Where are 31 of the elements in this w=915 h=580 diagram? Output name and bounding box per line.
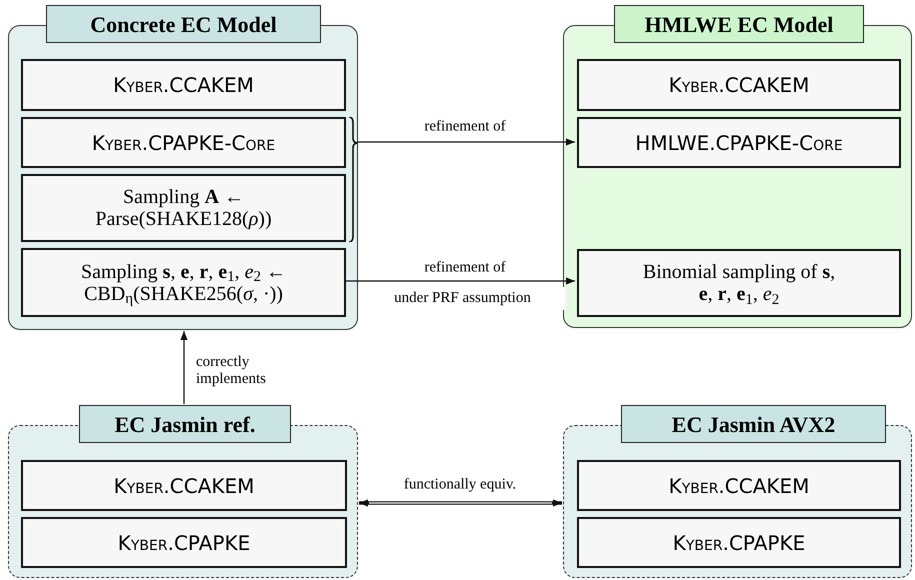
component-label: Kyber.CPAPKE [672, 532, 806, 554]
component-label: Kyber.CCAKEM [113, 74, 254, 96]
arrow [358, 138, 575, 146]
panel-title: EC Jasmin ref. [79, 405, 291, 443]
arrow [359, 499, 562, 507]
component-box [21, 59, 346, 111]
component-label: Kyber.CPAPKE [118, 532, 250, 554]
component-box [21, 117, 346, 168]
component-label: Kyber.CCAKEM [114, 474, 254, 496]
component-label: Sampling s, e, r, e$_{1}$, e$_{2}$ ← CBD$_{η}$(SHAKE256(σ, ·)) [80, 260, 288, 304]
component-box [577, 59, 901, 111]
component-box [21, 517, 347, 568]
component-label: Kyber.CCAKEM [668, 474, 810, 496]
component-label: HMLWE.CPAPKE-Core [635, 132, 843, 154]
component-box [21, 248, 346, 317]
component-label: Kyber.CPAPKE-Core [92, 132, 276, 154]
panel-title: HMLWE EC Model [614, 5, 864, 43]
component-label: Kyber.CCAKEM [668, 74, 810, 96]
component-box [577, 460, 901, 511]
component-box [577, 249, 901, 317]
component-box [21, 174, 346, 242]
panel-title: Concrete EC Model [46, 5, 321, 43]
arrow [346, 277, 575, 285]
component-box [21, 460, 347, 511]
component-box [577, 517, 901, 568]
panel-title: EC Jasmin AVX2 [621, 405, 886, 443]
component-box [577, 117, 901, 168]
component-label: Sampling A ← Parse(SHAKE128(ρ)) [94, 186, 273, 230]
arrow [180, 331, 188, 404]
component-label: Binomial sampling of s, e, r, e$_{1}$, e$_{2}$ [642, 261, 836, 305]
curly-brace [349, 117, 358, 242]
